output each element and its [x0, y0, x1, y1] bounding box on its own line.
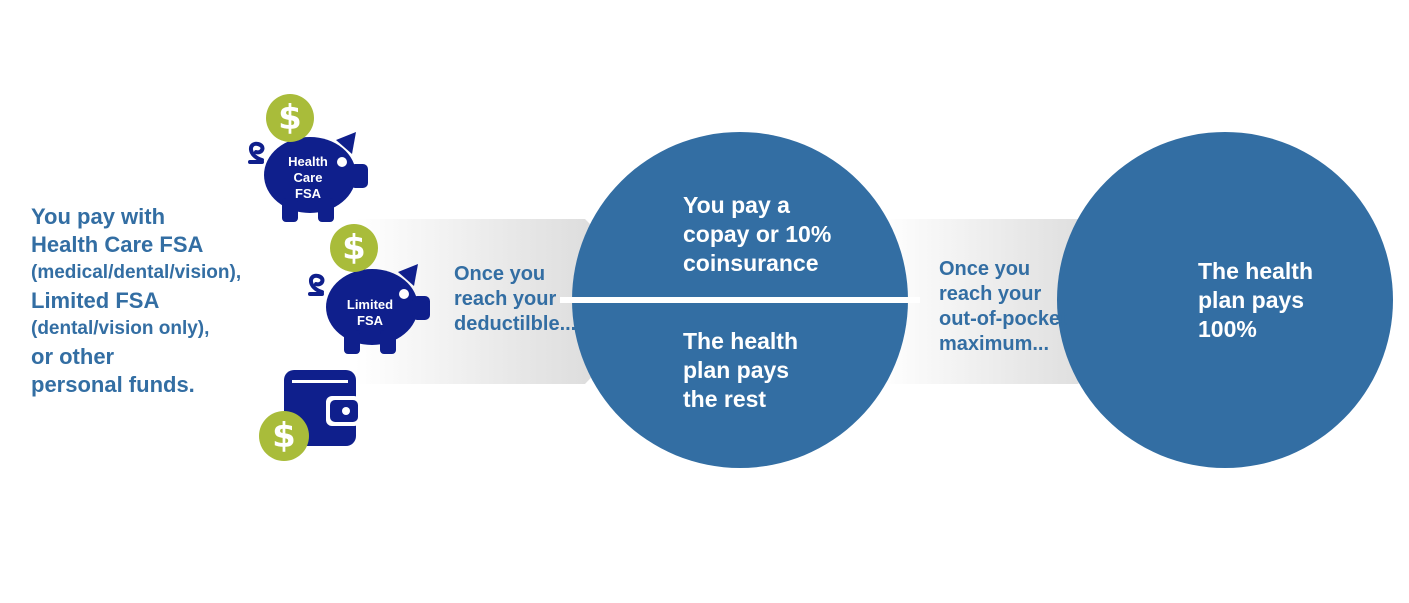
circle-line: plan pays — [1198, 287, 1305, 313]
split-circle-divider — [560, 297, 920, 303]
step-line: reach your — [454, 288, 557, 310]
circle-line: You pay a — [683, 192, 790, 218]
step-line: out-of-pocket — [939, 308, 1067, 330]
step-line: maximum... — [939, 333, 1050, 355]
icon-label-line: FSA — [295, 186, 321, 201]
limited-fsa-piggy-icon — [308, 224, 430, 354]
intro-line: or other — [31, 344, 115, 369]
intro-line: (medical/dental/vision), — [31, 262, 242, 283]
circle-line: coinsurance — [683, 250, 819, 276]
intro-line: personal funds. — [31, 372, 195, 397]
payment-sources-text: You pay with Health Care FSA (medical/de… — [31, 203, 301, 399]
icon-label-line: Care — [293, 170, 323, 185]
step-line: deductilble... — [454, 313, 577, 335]
circle-line: copay or 10% — [683, 221, 832, 247]
out-of-pocket-step-text: Once you reach your out-of-pocket maximu… — [939, 257, 1067, 357]
circle-line: The health — [1198, 258, 1314, 284]
icon-label-line: Limited — [346, 297, 394, 312]
plan-pays-100-text: The health plan pays 100% — [1198, 257, 1313, 344]
circle-line: plan pays — [683, 357, 790, 383]
health-care-fsa-piggy-icon — [248, 94, 368, 222]
wallet-icon — [259, 370, 360, 461]
circle-line: the rest — [683, 386, 767, 412]
deductible-step-text: Once you reach your deductilble... — [454, 262, 576, 337]
copay-coinsurance-text: You pay a copay or 10% coinsurance — [683, 191, 831, 278]
intro-line: Limited FSA — [31, 288, 160, 313]
limited-fsa-label: Limited FSA — [336, 297, 404, 329]
step-line: Once you — [939, 258, 1031, 280]
intro-line: You pay with — [31, 204, 166, 229]
icon-label-line: FSA — [357, 313, 383, 328]
circle-line: 100% — [1198, 316, 1257, 342]
intro-line: Health Care FSA — [31, 232, 204, 257]
plan-pays-rest-text: The health plan pays the rest — [683, 327, 798, 414]
dollar-coin-icon: $ — [278, 98, 302, 138]
circle-line: The health — [683, 328, 799, 354]
step-line: reach your — [939, 283, 1042, 305]
dollar-coin-icon: $ — [272, 416, 296, 456]
final-circle — [1057, 132, 1393, 468]
intro-line: (dental/vision only), — [31, 318, 210, 339]
step-line: Once you — [454, 263, 546, 285]
health-care-fsa-label: Health Care FSA — [276, 154, 340, 202]
dollar-coin-icon: $ — [342, 228, 366, 268]
icon-label-line: Health — [288, 154, 328, 169]
